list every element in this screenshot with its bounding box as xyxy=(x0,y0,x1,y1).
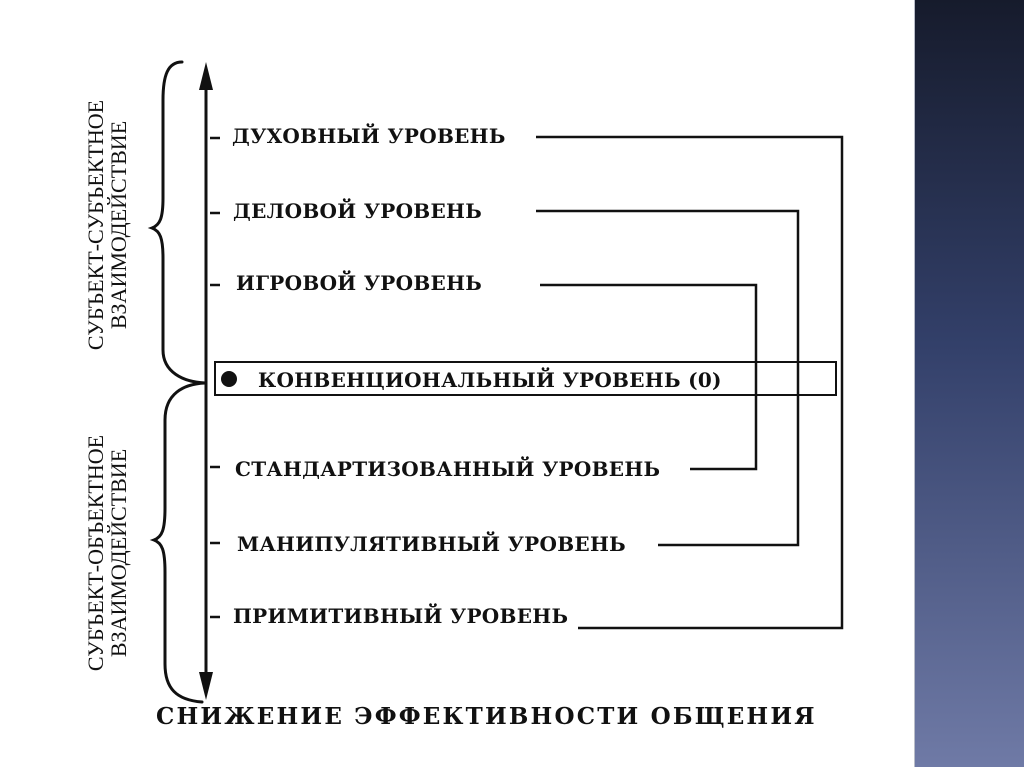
level-label-manipulative: МАНИПУЛЯТИВНЫЙ УРОВЕНЬ xyxy=(237,532,626,556)
level-label-spiritual: ДУХОВНЫЙ УРОВЕНЬ xyxy=(232,124,506,148)
level-label-business: ДЕЛОВОЙ УРОВЕНЬ xyxy=(233,199,483,223)
subject-subject-line-1: СУБЪЕКТ-СУБЪЕКТНОЕ xyxy=(83,99,108,351)
subject-subject-label: СУБЪЕКТ-СУБЪЕКТНОЕ ВЗАИМОДЕЙСТВИЕ xyxy=(83,65,132,385)
connector-spiritual-primitive xyxy=(536,135,844,630)
connector-game-standardized xyxy=(540,283,758,471)
axis-ticks xyxy=(210,136,220,619)
conventional-level-box xyxy=(214,361,837,396)
connector-business-manipulative xyxy=(536,209,800,547)
side-band xyxy=(914,0,1024,767)
subject-object-line-2: ВЗАИМОДЕЙСТВИЕ xyxy=(106,448,132,658)
subject-object-line-1: СУБЪЕКТ-ОБЪЕКТНОЕ xyxy=(83,434,108,672)
level-label-game: ИГРОВОЙ УРОВЕНЬ xyxy=(236,271,483,295)
footer-caption: СНИЖЕНИЕ ЭФФЕКТИВНОСТИ ОБЩЕНИЯ xyxy=(156,703,817,730)
level-label-conventional: КОНВЕНЦИОНАЛЬНЫЙ УРОВЕНЬ (0) xyxy=(258,368,722,392)
lower-brace xyxy=(149,381,207,704)
vertical-axis xyxy=(199,62,213,700)
zero-point-dot xyxy=(221,371,237,387)
subject-object-label: СУБЪЕКТ-ОБЪЕКТНОЕ ВЗАИМОДЕЙСТВИЕ xyxy=(83,403,132,703)
level-label-standardized: СТАНДАРТИЗОВАННЫЙ УРОВЕНЬ xyxy=(235,457,661,481)
level-label-primitive: ПРИМИТИВНЫЙ УРОВЕНЬ xyxy=(233,604,569,628)
subject-subject-line-2: ВЗАИМОДЕЙСТВИЕ xyxy=(106,120,132,330)
upper-brace xyxy=(147,60,207,385)
